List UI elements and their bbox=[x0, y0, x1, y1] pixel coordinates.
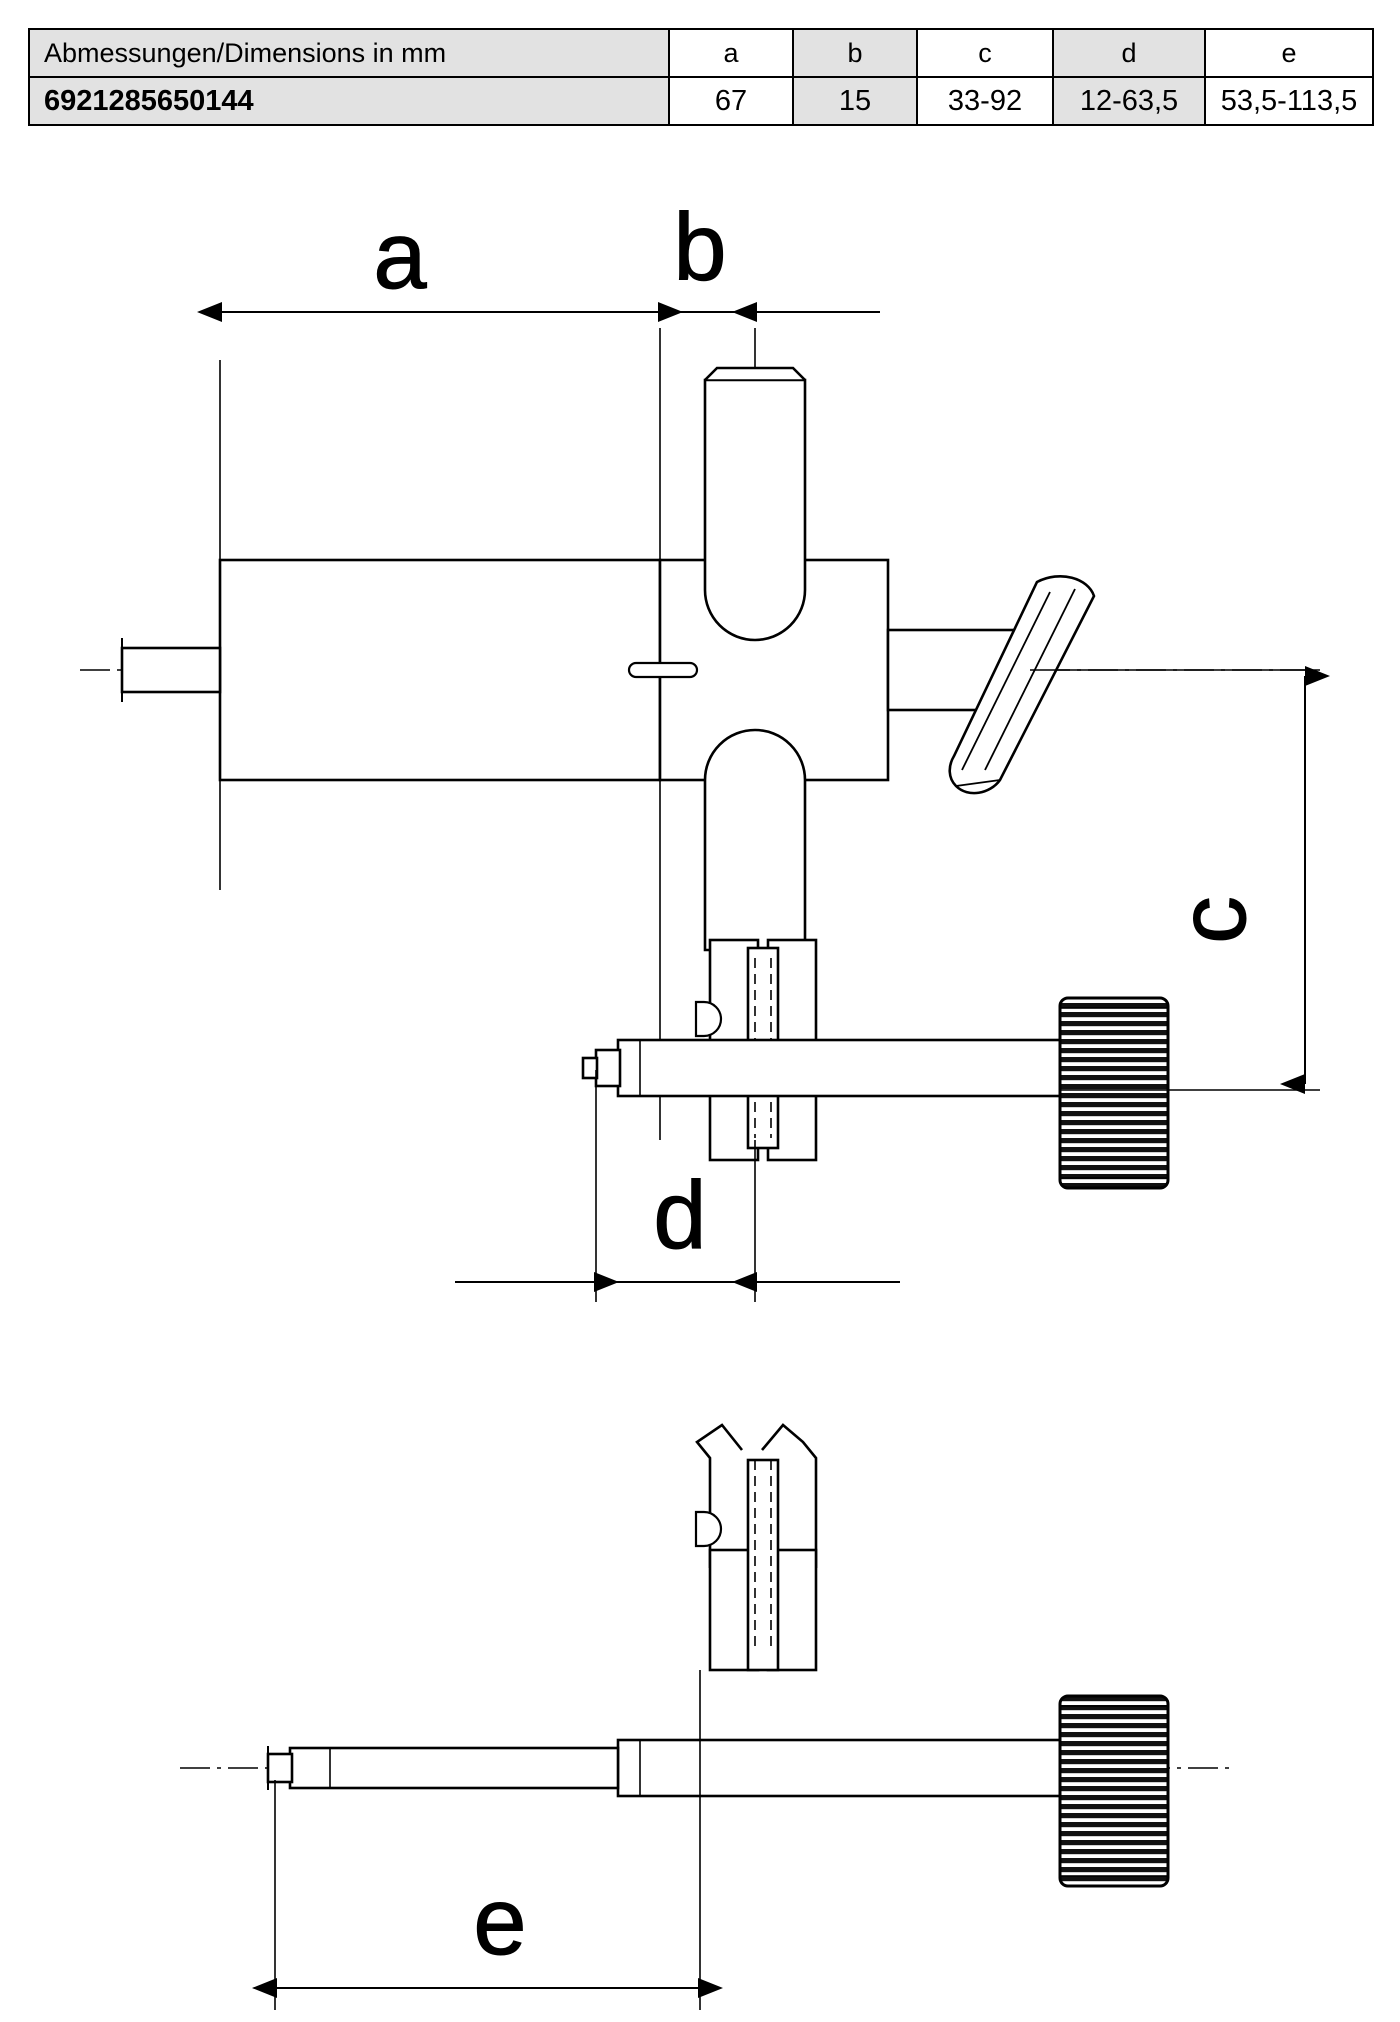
drawing-svg: a b bbox=[80, 194, 1330, 2010]
part-number-cell: 6921285650144 bbox=[28, 76, 670, 126]
dimension-label-b: b bbox=[673, 194, 726, 301]
clamp-lever bbox=[948, 574, 1096, 795]
table-header-a: a bbox=[668, 28, 794, 78]
dimension-label-c: c bbox=[1159, 896, 1266, 944]
dimension-table: Abmessungen/Dimensions in mm a b c d e 6… bbox=[28, 28, 1374, 126]
detail-fork bbox=[694, 1423, 818, 1672]
dimension-table-container: Abmessungen/Dimensions in mm a b c d e 6… bbox=[28, 28, 1374, 126]
dimension-label-e: e bbox=[473, 1868, 526, 1975]
dimension-c-group bbox=[1030, 666, 1330, 1094]
knurled-knob-main bbox=[1058, 996, 1170, 1190]
table-header-d: d bbox=[1052, 28, 1206, 78]
dimension-label-a: a bbox=[373, 202, 427, 309]
table-header-b: b bbox=[792, 28, 918, 78]
table-header-c: c bbox=[916, 28, 1054, 78]
plate-nub bbox=[694, 1000, 723, 1038]
value-a-cell: 67 bbox=[668, 76, 794, 126]
table-header-row: Abmessungen/Dimensions in mm a b c d e bbox=[28, 28, 1374, 78]
value-e-cell: 53,5-113,5 bbox=[1204, 76, 1374, 126]
value-c-cell: 33-92 bbox=[916, 76, 1054, 126]
spindle-bar-detail bbox=[266, 1738, 1062, 1798]
lower-boss bbox=[703, 728, 807, 952]
value-b-cell: 15 bbox=[792, 76, 918, 126]
technical-drawing: a b bbox=[0, 130, 1400, 2022]
dimension-e-group bbox=[252, 1670, 723, 2010]
spindle-bar-main bbox=[581, 1038, 1062, 1098]
table-row: 6921285650144 67 15 33-92 12-63,5 53,5-1… bbox=[28, 76, 1374, 126]
knurled-knob-detail bbox=[1058, 1694, 1170, 1888]
dimension-d-group bbox=[455, 1070, 900, 1302]
table-header-e: e bbox=[1204, 28, 1374, 78]
value-d-cell: 12-63,5 bbox=[1052, 76, 1206, 126]
upper-pin bbox=[703, 366, 807, 642]
body-slot bbox=[627, 661, 699, 679]
dimension-label-d: d bbox=[653, 1162, 706, 1269]
table-header-title: Abmessungen/Dimensions in mm bbox=[28, 28, 670, 78]
